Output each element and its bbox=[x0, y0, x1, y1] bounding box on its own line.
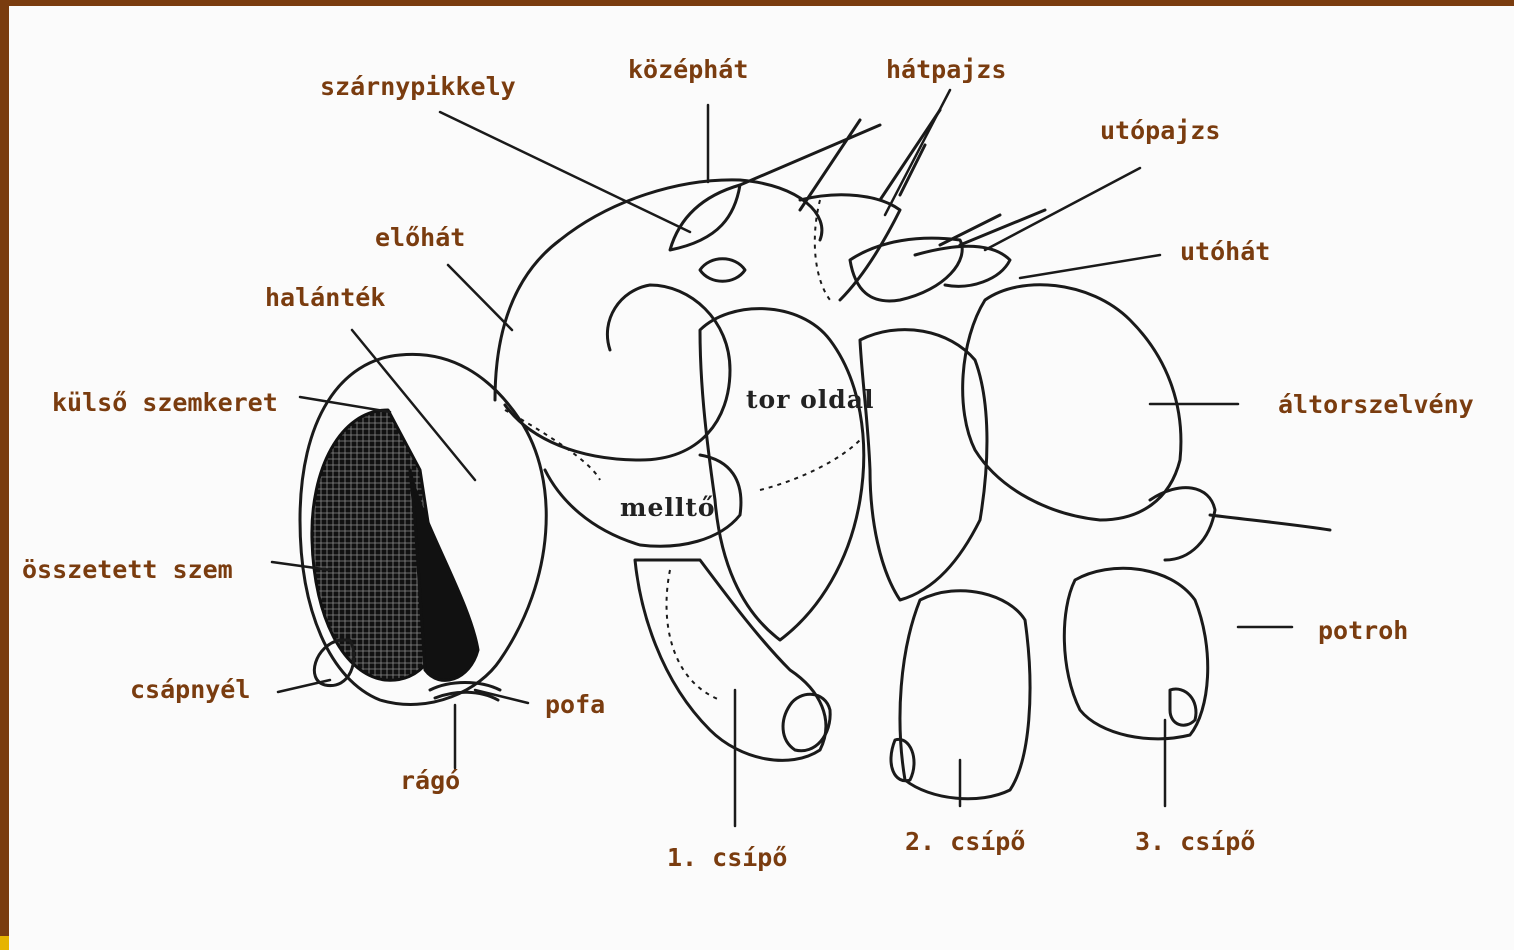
label-mellto: melltő bbox=[620, 495, 716, 520]
label-hatpajzs: hátpajzs bbox=[886, 57, 1006, 82]
label-csipo2: 2. csípő bbox=[905, 829, 1025, 854]
leader-hatpajzs bbox=[885, 90, 950, 215]
dotted-suture-2 bbox=[760, 440, 860, 490]
coxa-1 bbox=[635, 560, 826, 760]
dotted-suture-3 bbox=[667, 570, 720, 700]
propodeum bbox=[963, 285, 1181, 520]
label-osszetett-szem: összetett szem bbox=[22, 557, 233, 582]
label-csipo1: 1. csípő bbox=[667, 845, 787, 870]
coxa-3-tip bbox=[1170, 689, 1196, 725]
leader-utohat bbox=[1020, 255, 1160, 278]
leader-csapnyel bbox=[278, 680, 330, 692]
label-potroh: potroh bbox=[1318, 618, 1408, 643]
label-tor-oldal: tor oldal bbox=[746, 387, 874, 412]
leader-elohat bbox=[448, 265, 512, 330]
label-altorszelveny: áltorszelvény bbox=[1278, 392, 1474, 417]
label-halantek: halánték bbox=[265, 285, 385, 310]
leader-szarnypikkely bbox=[440, 112, 690, 232]
label-csapnyel: csápnyél bbox=[130, 677, 250, 702]
mandible-lines bbox=[430, 683, 500, 701]
leader-pofa bbox=[475, 690, 528, 703]
label-szarnypikkely: szárnypikkely bbox=[320, 74, 516, 99]
label-kozephat: középhát bbox=[628, 57, 748, 82]
tegula bbox=[670, 185, 740, 250]
label-elohat: előhát bbox=[375, 225, 465, 250]
label-pofa: pofa bbox=[545, 692, 605, 717]
label-csipo3: 3. csípő bbox=[1135, 829, 1255, 854]
metapleuron bbox=[860, 330, 987, 600]
label-rago: rágó bbox=[400, 768, 460, 793]
leader-kulso-szemkeret bbox=[300, 397, 390, 412]
pronotum-lobe bbox=[505, 285, 730, 460]
spiracle bbox=[700, 259, 745, 282]
label-utopajzs: utópajzs bbox=[1100, 118, 1220, 143]
gaster-line bbox=[1210, 515, 1330, 530]
label-kulso-szemkeret: külső szemkeret bbox=[52, 390, 278, 415]
coxa-2 bbox=[900, 591, 1030, 799]
pronotum bbox=[495, 180, 822, 400]
coxa-3 bbox=[1064, 568, 1207, 739]
label-utohat: utóhát bbox=[1180, 239, 1270, 264]
leader-utopajzs bbox=[985, 168, 1140, 250]
